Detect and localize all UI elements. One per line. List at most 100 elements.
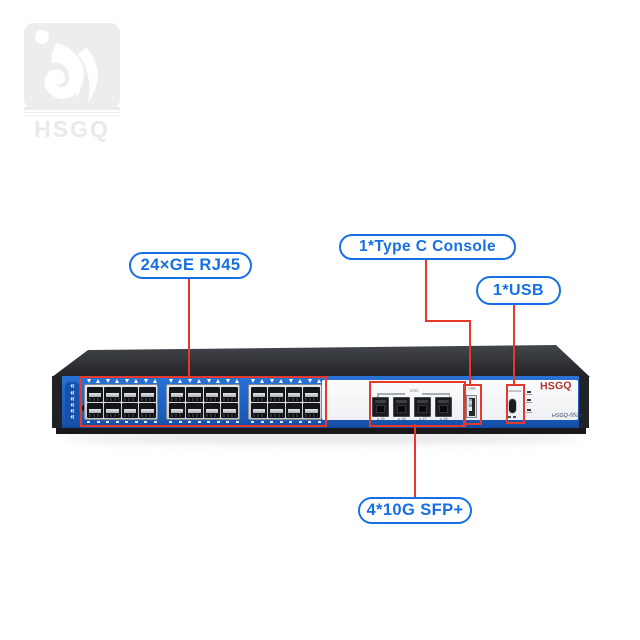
rj45-port-group (84, 379, 160, 424)
rj45-port (186, 386, 203, 402)
triangle-mark (143, 379, 148, 383)
port-number-mark (125, 421, 129, 423)
callout-console: 1*Type C Console (339, 234, 516, 260)
sfp-port-number: ▸ 26 (398, 417, 406, 422)
callout-line-sfp (414, 424, 416, 498)
annotation-box-console-port (506, 384, 525, 424)
port-number-mark (235, 421, 239, 423)
led-indicator (526, 391, 532, 395)
callout-line-rj45 (188, 275, 190, 377)
rj45-port-block (166, 384, 240, 420)
rj45-port (139, 386, 156, 402)
logo-divider-line (24, 111, 120, 114)
watermark-brand-text: HSGQ (34, 116, 110, 142)
usb-port (466, 395, 477, 418)
callout-line-usb (513, 300, 515, 384)
annotation-box-usb-port (463, 384, 482, 425)
logo-divider-line (24, 115, 120, 117)
callout-line-console-v2 (469, 320, 471, 384)
rj45-port (303, 402, 320, 418)
led-indicator (526, 409, 532, 413)
rj45-port (268, 386, 285, 402)
port-number-mark (169, 421, 172, 423)
port-number-mark (317, 421, 321, 423)
triangle-mark (187, 379, 192, 383)
port-number-mark (115, 421, 119, 423)
rj45-port (268, 402, 285, 418)
port-number-mark (87, 421, 90, 423)
annotation-box-sfp (369, 381, 466, 427)
triangle-mark (269, 379, 274, 383)
chevron-icon: « (70, 400, 75, 409)
triangle-mark (307, 379, 312, 383)
triangle-mark (152, 379, 157, 383)
triangle-mark (115, 379, 120, 383)
port-index-triangles (169, 379, 239, 384)
rj45-port (285, 386, 302, 402)
port-number-mark (279, 421, 283, 423)
callout-usb: 1*USB (476, 276, 561, 305)
sfp-cage (414, 397, 431, 417)
console-port-marks (508, 416, 518, 418)
switch-bottom-edge (56, 428, 586, 434)
rj45-port (203, 402, 220, 418)
port-number-mark (153, 421, 157, 423)
port-number-mark (270, 421, 274, 423)
sfp-bracket-tick (377, 393, 379, 397)
rj45-port-group (248, 379, 324, 424)
sfp-port-number: ▸ 25 (377, 417, 385, 422)
rj45-ports (84, 379, 324, 424)
port-number-mark (144, 421, 148, 423)
sfp-bracket-tick (448, 393, 450, 397)
callout-sfp: 4*10G SFP+ (358, 497, 472, 524)
port-number-mark (216, 421, 220, 423)
logo-divider-line (24, 107, 120, 110)
rj45-port (250, 402, 267, 418)
callout-line-console-h (425, 320, 471, 322)
device-model-text: HSGQ-5528 (551, 411, 583, 420)
port-number-mark (308, 421, 312, 423)
rj45-port (168, 386, 185, 402)
rj45-port (285, 402, 302, 418)
rj45-port-group (166, 379, 242, 424)
chevron-icon: « (70, 393, 75, 403)
console-port-label: CONSOLE (506, 390, 522, 393)
port-number-mark (197, 421, 201, 423)
port-number-row (87, 421, 157, 423)
triangle-mark (105, 379, 110, 383)
sfp-port-number: ▸ 28 (440, 417, 448, 422)
led-indicator (526, 399, 532, 403)
sfp-cage (393, 397, 410, 417)
chevron-icon: « (70, 387, 75, 397)
rj45-port (186, 402, 203, 418)
port-number-mark (207, 421, 211, 423)
triangle-mark (288, 379, 293, 383)
port-number-row (169, 421, 239, 423)
rj45-port-block (84, 384, 158, 420)
callout-rj45: 24×GE RJ45 (129, 252, 252, 279)
sfp-bracket-line (422, 393, 450, 395)
triangle-mark (316, 379, 321, 383)
triangle-mark (260, 379, 265, 383)
port-number-mark (134, 421, 138, 423)
triangle-mark (169, 379, 173, 383)
triangle-mark (197, 379, 202, 383)
triangle-mark (234, 379, 239, 383)
watermark-logo-square (24, 23, 120, 109)
rack-ear-left (52, 376, 62, 428)
port-badge: «««««« (65, 382, 79, 422)
port-number-row (251, 421, 321, 423)
triangle-mark (87, 379, 91, 383)
triangle-mark (216, 379, 221, 383)
rj45-port (250, 386, 267, 402)
rj45-port (104, 402, 121, 418)
rack-ear-right (579, 376, 589, 428)
rj45-port (121, 386, 138, 402)
triangle-mark (96, 379, 101, 383)
rj45-port-block (248, 384, 322, 420)
chevron-icon: « (70, 406, 75, 416)
rj45-port (121, 402, 138, 418)
bird-icon (35, 30, 98, 103)
sfp-bracket-line (377, 393, 405, 395)
annotation-box-rj45 (80, 376, 327, 427)
